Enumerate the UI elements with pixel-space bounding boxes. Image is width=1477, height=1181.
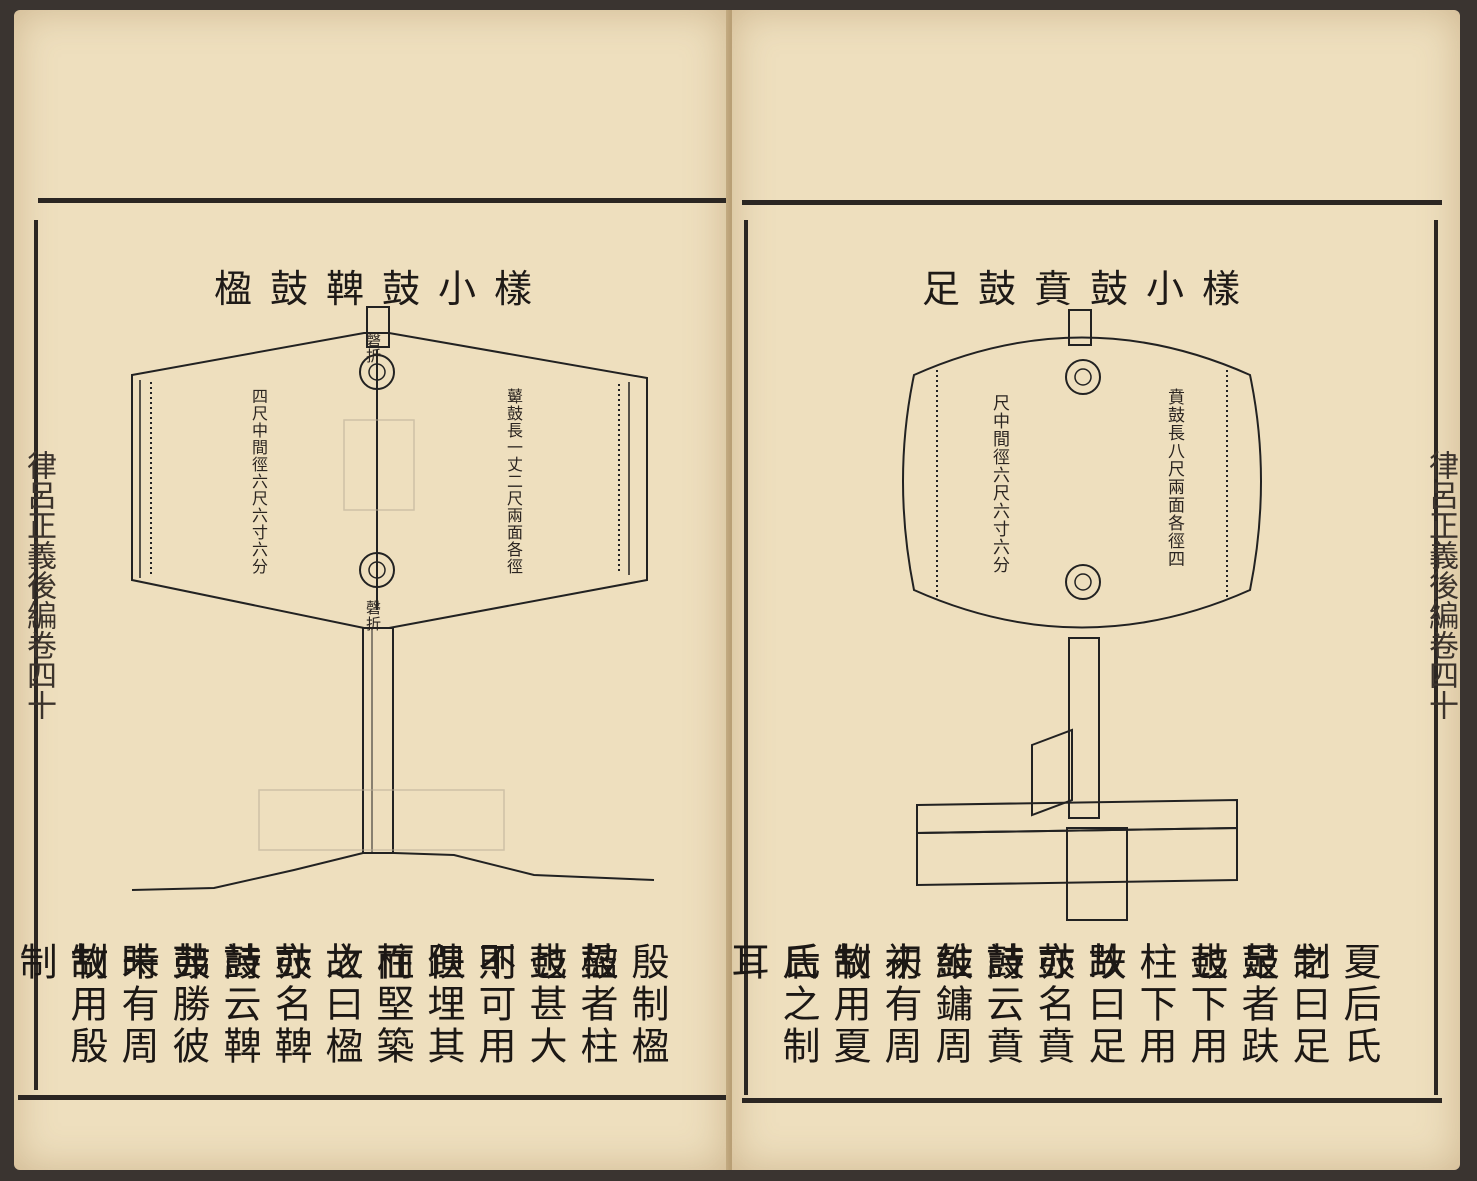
text-column: 故曰楹鼓	[268, 942, 363, 1068]
frame-top-border	[742, 200, 1442, 205]
zu-drum-illustration	[902, 309, 1262, 921]
text-column: 故曰足鼓	[1031, 942, 1126, 1068]
page-title: 足鼓賁鼓小樣	[922, 267, 1259, 311]
text-column: 亦名賁鼓	[980, 942, 1075, 1068]
text-column: 詩云賁鼓	[929, 942, 1024, 1068]
text-column: 制曰足鼓	[1235, 942, 1330, 1068]
text-column: 殷制楹鼓	[574, 942, 669, 1068]
text-column: 鼓下用柱	[1133, 942, 1228, 1068]
frame-right-border	[1434, 220, 1438, 1095]
text-column: 夏后氏之	[1286, 942, 1381, 1068]
page-title: 楹鼓鞞鼓小樣	[214, 267, 551, 311]
text-column: 但埋其柱	[370, 942, 465, 1068]
drum-annotation-left: 尺中間徑六尺六寸六分	[989, 394, 1009, 574]
right-page: 律呂正義後編卷四十 足鼓賁鼓小樣 賁鼓長八尺兩面各徑四 尺中間徑六尺六寸六分 夏…	[725, 10, 1460, 1170]
text-column: 維鏞周初	[878, 942, 973, 1068]
text-column: 柱下用趺	[1082, 942, 1177, 1068]
page-edge-title: 律呂正義後編卷四十	[1423, 450, 1458, 720]
frame-left-border	[34, 220, 38, 1090]
text-column: 氏之制耳	[725, 942, 820, 1068]
left-text-block: 殷制楹鼓 楹者柱也 鼓甚大則 不可用趺 但埋其柱 而堅築之 故曰楹鼓 亦名鞞鼓 …	[13, 942, 672, 1092]
text-column: 未有周制	[64, 942, 159, 1068]
drum-annotation-right: 鼙鼓長一丈二尺兩面各徑	[504, 388, 523, 575]
left-page: 律呂正義後編卷四十 楹鼓鞞鼓小樣 磬折 磬折 鼙鼓長一丈二尺兩面各徑 四尺中間徑…	[13, 10, 726, 1170]
frame-top-border	[38, 198, 726, 203]
text-column: 弗勝彼時	[115, 942, 210, 1068]
frame-bottom-border	[742, 1098, 1442, 1103]
text-column: 而堅築之	[319, 942, 414, 1068]
drum-annotation-right: 賁鼓長八尺兩面各徑四	[1164, 388, 1184, 568]
frame-bottom-border	[18, 1095, 726, 1100]
frame-left-border	[744, 220, 748, 1095]
text-column: 不可用趺	[421, 942, 516, 1068]
right-text-block: 夏后氏之 制曰足鼓 足者趺也 鼓下用柱 柱下用趺 故曰足鼓 亦名賁鼓 詩云賁鼓 …	[725, 942, 1384, 1092]
text-column: 故用夏后	[776, 942, 871, 1068]
ying-drum-illustration	[131, 306, 655, 891]
text-column: 故用殷制	[13, 942, 108, 1068]
text-column: 楹者柱也	[523, 942, 618, 1068]
mount-label-top: 磬折	[364, 332, 382, 364]
text-column: 足者趺也	[1184, 942, 1279, 1068]
page-edge-title: 律呂正義後編卷四十	[21, 450, 56, 720]
text-column: 亦名鞞鼓	[217, 942, 312, 1068]
text-column: 詩云鞞鼓	[166, 942, 261, 1068]
drum-annotation-left: 四尺中間徑六尺六寸六分	[249, 388, 268, 575]
mount-label-bottom: 磬折	[364, 600, 382, 632]
text-column: 未有周制	[827, 942, 922, 1068]
text-column: 鼓甚大則	[472, 942, 567, 1068]
